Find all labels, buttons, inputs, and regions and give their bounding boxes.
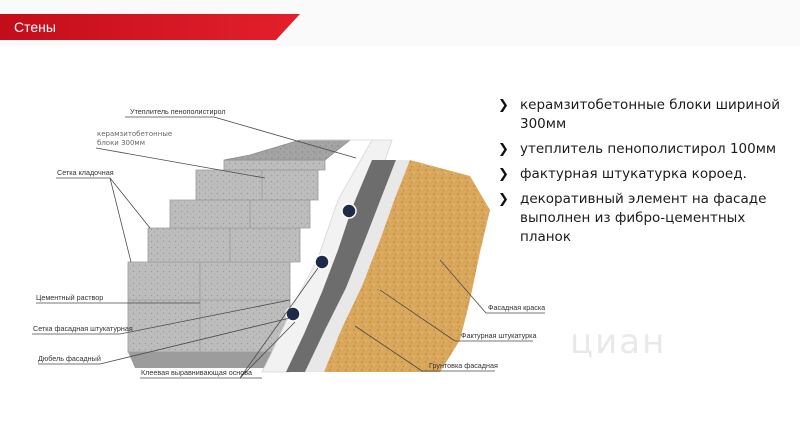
- feature-text: керамзитобетонные блоки шириной 300мм: [520, 97, 780, 132]
- label-facade-paint: Фасадная краска: [488, 303, 545, 312]
- block-row-4-front: [196, 170, 318, 200]
- feature-item: ❯ керамзитобетонные блоки шириной 300мм: [498, 96, 794, 134]
- label-dowel: Дюбель фасадный: [38, 354, 101, 363]
- feature-text: декоративный элемент на фасаде выполнен …: [520, 191, 766, 245]
- feature-text: утеплитель пенополистирол 100мм: [520, 141, 776, 157]
- features-list: ❯ керамзитобетонные блоки шириной 300мм ❯…: [498, 96, 794, 253]
- label-cement-mortar: Цементный раствор: [36, 293, 103, 302]
- label-leveling-adhesive: Клеевая выравнивающая основа: [141, 368, 252, 377]
- label-insulation: Утеплитель пенополистирол: [130, 107, 226, 116]
- block-row-2-front: [148, 228, 300, 262]
- chevron-right-icon: ❯: [498, 165, 509, 184]
- dowel-icon: [315, 255, 329, 269]
- block-row-3-front: [170, 200, 310, 228]
- feature-item: ❯ фактурная штукатурка короед.: [498, 165, 794, 184]
- feature-text: фактурная штукатурка короед.: [520, 166, 747, 182]
- block-row-1-front: [128, 262, 290, 352]
- label-textured-plaster: Фактурная штукатурка: [461, 331, 536, 340]
- dowel-icon: [342, 204, 356, 218]
- label-blocks-line1: керамзитобетонные: [97, 130, 172, 138]
- feature-item: ❯ декоративный элемент на фасаде выполнен…: [498, 190, 794, 247]
- watermark: циан: [570, 322, 666, 362]
- block-top: [224, 140, 350, 160]
- label-mesh-masonry: Сетка кладочная: [57, 168, 114, 177]
- block-row-5-front: [224, 160, 325, 170]
- label-blocks-line2: блоки 300мм: [97, 139, 145, 147]
- feature-item: ❯ утеплитель пенополистирол 100мм: [498, 140, 794, 159]
- chevron-right-icon: ❯: [498, 96, 509, 115]
- chevron-right-icon: ❯: [498, 140, 509, 159]
- label-mesh-facade: Сетка фасадная штукатурная: [33, 324, 133, 333]
- label-primer: Грунтовка фасадная: [429, 361, 498, 370]
- dowel-icon: [286, 307, 300, 321]
- chevron-right-icon: ❯: [498, 190, 509, 209]
